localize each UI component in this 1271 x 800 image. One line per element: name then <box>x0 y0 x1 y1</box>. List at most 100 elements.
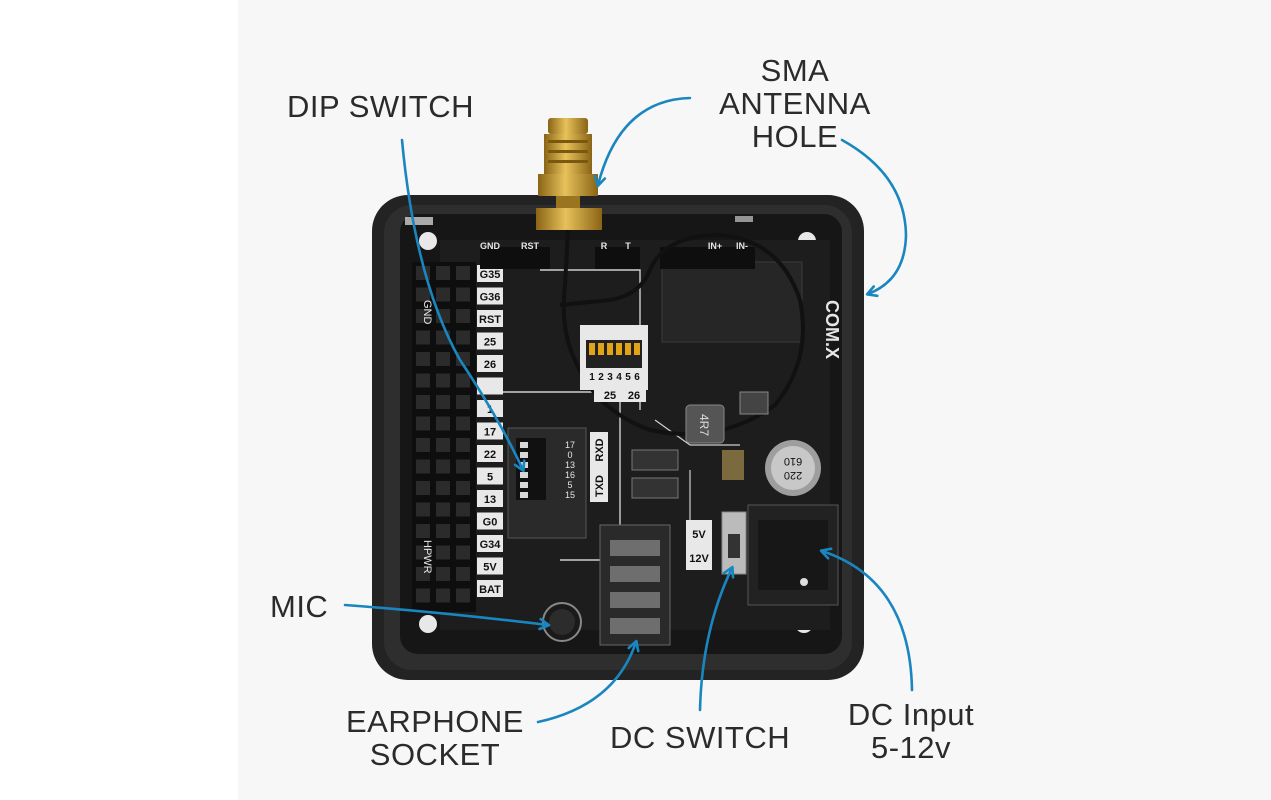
mic-arrow <box>343 603 551 631</box>
dc-switch-arrow <box>698 565 735 712</box>
pin-label-bg <box>477 355 503 372</box>
dc-input-arrow <box>819 547 914 692</box>
pin-label: 13 <box>484 494 496 506</box>
header-pin <box>416 287 430 302</box>
pin-label: 5 <box>487 472 493 484</box>
pin-label-bg <box>477 332 503 350</box>
pin-label: BAT <box>479 584 501 596</box>
voltage-12v-label: 12V <box>689 553 709 565</box>
header-label: R <box>601 241 608 251</box>
header-pin <box>436 567 450 581</box>
header-pin <box>416 459 430 474</box>
sma-antenna-connector <box>536 118 602 230</box>
capacitor-text-1: 220 <box>784 469 802 481</box>
header-pin <box>456 266 470 280</box>
callout-arrows <box>343 96 914 724</box>
dip-number: 4 <box>616 372 622 383</box>
pin-label: G35 <box>480 269 501 281</box>
pin-label: 25 <box>484 337 496 349</box>
header-pin <box>456 330 470 345</box>
header-pin <box>456 395 470 409</box>
inductor-text: 4R7 <box>697 414 711 436</box>
dc-input-label: DC Input 5-12v <box>847 697 975 765</box>
pin-label: 17 <box>484 427 496 439</box>
header-pin <box>436 524 450 538</box>
brand-label: COM.X <box>822 300 842 359</box>
header-pin <box>456 287 470 302</box>
header-pin <box>436 373 450 388</box>
header-pin <box>416 524 430 538</box>
pin-label-bg <box>477 377 503 395</box>
dip-switch-arrow <box>400 138 526 473</box>
header-pin <box>416 502 430 517</box>
header-label: IN+ <box>708 241 722 251</box>
pin-label: G34 <box>480 539 502 551</box>
dip-left-label: 17 <box>565 440 575 450</box>
header-pin <box>456 416 470 431</box>
header-pin <box>416 545 430 560</box>
gnd-side-label: GND <box>421 300 433 325</box>
earphone-socket <box>599 524 671 646</box>
capacitor-text-2: 610 <box>784 455 802 467</box>
header-pin <box>436 352 450 366</box>
left-pin-header <box>412 262 476 612</box>
pin-label-bg <box>477 490 503 507</box>
dip-left-label: 16 <box>565 470 575 480</box>
pin-label: RST <box>479 314 501 326</box>
header-pin <box>416 588 430 603</box>
pin-label-bg <box>477 422 503 440</box>
switch-lever <box>589 343 595 355</box>
header-pin <box>456 545 470 560</box>
header-pin <box>456 438 470 452</box>
header-pin <box>456 502 470 517</box>
dip-left-label: 5 <box>567 480 572 490</box>
components: 4R7 220 610 <box>631 391 821 499</box>
header-pin <box>436 459 450 474</box>
dip-number: 6 <box>634 372 640 383</box>
header-pin <box>456 352 470 366</box>
header-pin <box>416 309 430 323</box>
pin-label: 5V <box>483 562 497 574</box>
pin-label-bg <box>477 287 503 305</box>
switch-lever <box>616 343 622 355</box>
header-pin <box>416 330 430 345</box>
header-pin <box>416 416 430 431</box>
earphone-socket-label: EARPHONE SOCKET <box>346 704 524 772</box>
pin-label-bg <box>477 310 503 327</box>
header-label: RST <box>521 241 540 251</box>
header-pin <box>456 373 470 388</box>
header-pin <box>416 481 430 495</box>
earphone-socket-arrow <box>536 639 640 724</box>
dip-number: 3 <box>607 372 613 383</box>
pin-label: 22 <box>484 449 496 461</box>
dip-left-label: 15 <box>565 490 575 500</box>
pin-label-bg <box>477 265 503 282</box>
pin-label-bg <box>477 580 503 597</box>
dip-txd-label: TXD <box>594 475 606 497</box>
dip-left-label: 13 <box>565 460 575 470</box>
pin-label-bg <box>477 467 503 485</box>
sma-antenna-hole-label: SMA ANTENNA HOLE <box>719 53 871 154</box>
header-pin <box>436 266 450 280</box>
header-pin <box>456 567 470 581</box>
dip-number: 2 <box>598 372 604 383</box>
microphone <box>542 602 582 642</box>
dip-switch-label: DIP SWITCH <box>287 89 474 124</box>
dc-switch: 5V 12V <box>686 511 747 575</box>
switch-lever <box>520 482 528 488</box>
header-pin <box>456 524 470 538</box>
switch-lever <box>520 452 528 458</box>
header-pin <box>416 352 430 366</box>
voltage-5v-label: 5V <box>692 529 706 541</box>
header-pin <box>416 373 430 388</box>
pin-label: G36 <box>480 292 501 304</box>
header-pin <box>456 309 470 323</box>
header-pin <box>436 287 450 302</box>
pin-label: G0 <box>483 517 498 529</box>
header-pin <box>436 416 450 431</box>
header-pin <box>436 395 450 409</box>
dip-number: 1 <box>589 372 595 383</box>
